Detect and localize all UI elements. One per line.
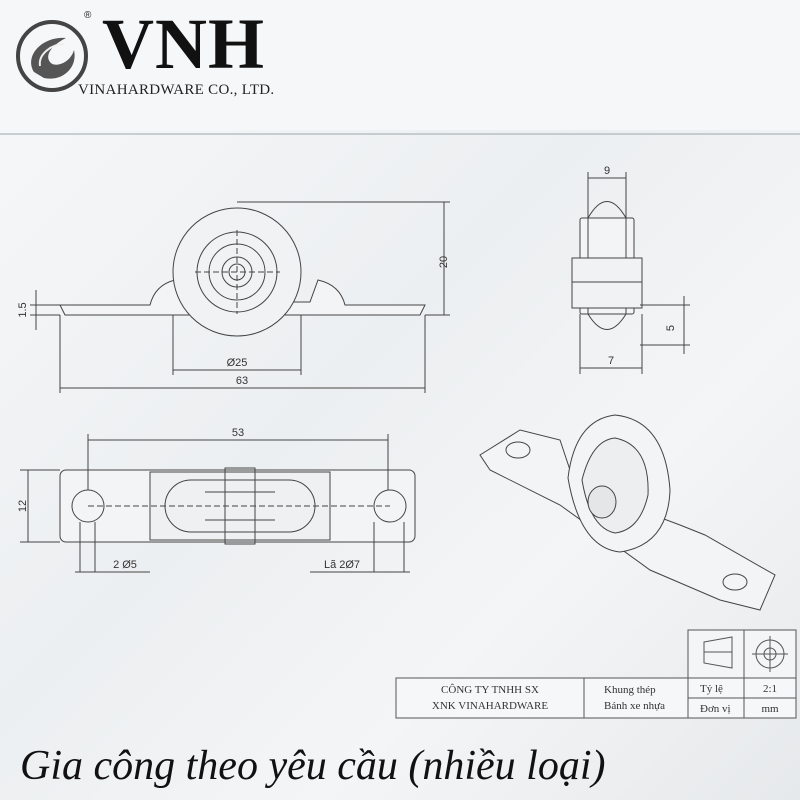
front-view [30,201,450,393]
dim-thickness: 1.5 [17,302,29,317]
side-view [571,172,690,374]
tb-company-line2: XNK VINAHARDWARE [432,700,548,712]
title-block [395,629,797,719]
tb-material-line1: Khung thép [604,684,656,696]
dim-hole-right: Lã 2Ø7 [324,559,360,571]
header-band [0,0,800,130]
brand-name: VNH [102,4,265,84]
dim-total-length: 63 [236,375,248,387]
tb-scale-value: 2:1 [763,683,777,695]
dim-plate-width: 12 [17,500,29,512]
company-name: VINAHARDWARE CO., LTD. [78,82,275,98]
registered-mark: ® [84,10,92,21]
dim-bottom-5: 5 [665,325,677,331]
tb-material-line2: Bánh xe nhựa [604,700,665,712]
isometric-view [479,414,776,611]
dim-height: 20 [438,256,450,268]
dim-hole-left: 2 Ø5 [113,559,137,571]
tb-scale-label: Tỷ lệ [700,683,723,695]
tb-unit-label: Đơn vị [700,703,731,715]
vnh-logo-icon [16,20,88,92]
dim-top-width: 9 [604,165,610,177]
footer-caption: Gia công theo yêu cầu (nhiều loại) [20,743,606,789]
top-view [20,434,416,573]
tb-company-line1: CÔNG TY TNHH SX [441,684,539,696]
dim-bottom-7: 7 [608,355,614,367]
tb-unit-value: mm [761,703,779,715]
dim-hole-spacing: 53 [232,427,244,439]
dim-wheel-diameter: Ø25 [227,357,248,369]
